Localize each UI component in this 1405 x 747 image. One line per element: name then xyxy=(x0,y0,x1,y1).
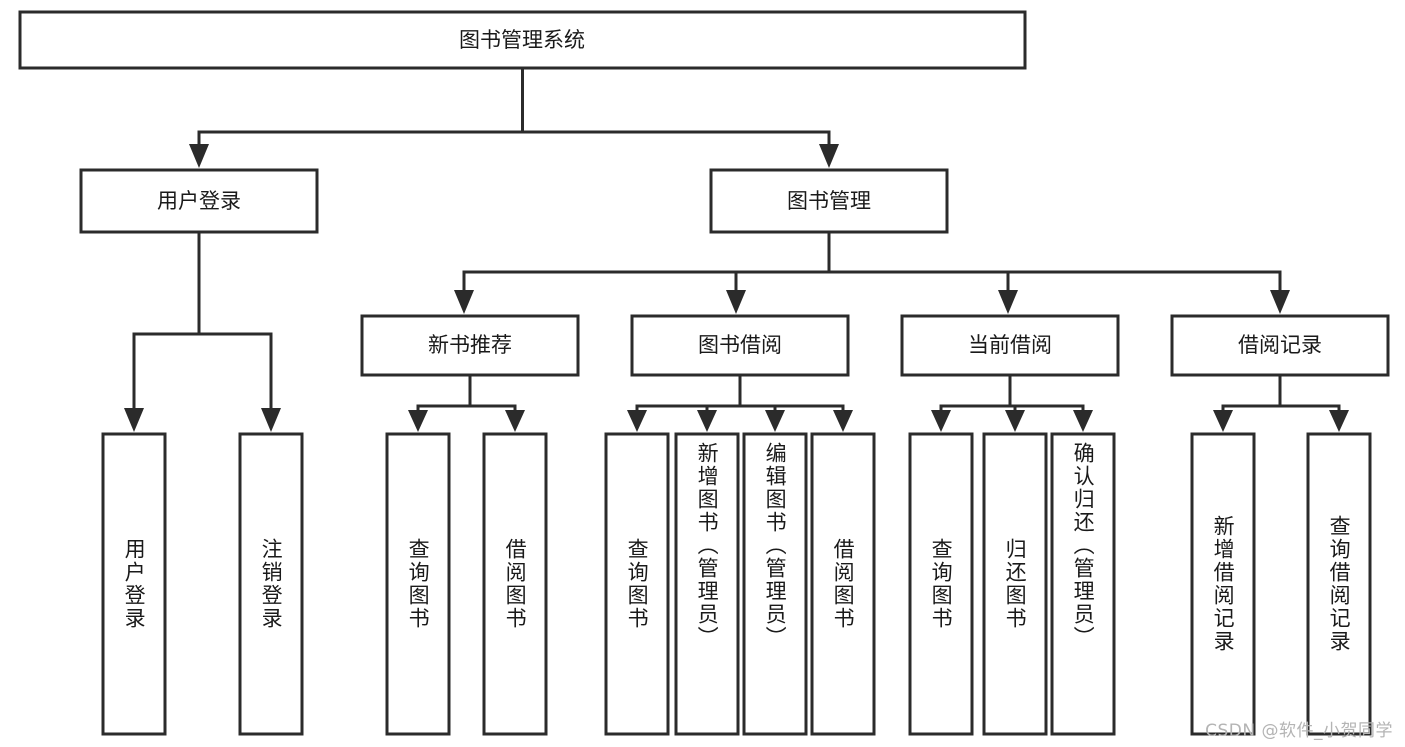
node-leaf-confirm-return-box[interactable] xyxy=(1050,432,1116,736)
arrow-head-leaf-add-record xyxy=(1213,410,1233,432)
arrow-head-leaf-borrow-book-2 xyxy=(833,410,853,432)
node-root[interactable]: 图书管理系统 xyxy=(18,10,1027,70)
arrow-head-leaf-borrow-book-1 xyxy=(505,410,525,432)
arrow-head-leaf-query-book-2 xyxy=(627,410,647,432)
node-leaf-user-login-box[interactable] xyxy=(101,432,167,736)
node-book-manage-box[interactable] xyxy=(709,168,949,234)
node-new-book-recommend-box[interactable] xyxy=(360,314,580,377)
node-leaf-borrow-book-2-box[interactable] xyxy=(810,432,876,736)
connector-group-root xyxy=(189,66,839,168)
arrow-head-leaf-edit-book xyxy=(765,410,785,432)
node-user-login-box[interactable] xyxy=(79,168,319,234)
node-root-box[interactable] xyxy=(18,10,1027,70)
arrow-head-book-manage xyxy=(819,144,839,168)
arrow-head-book-borrow xyxy=(726,290,746,314)
arrow-head-new-book-recommend xyxy=(454,290,474,314)
connector-group-borrow-record xyxy=(1213,373,1349,432)
arrow-head-borrow-record xyxy=(1270,290,1290,314)
node-borrow-record[interactable]: 借阅记录 xyxy=(1170,314,1390,377)
node-current-borrow[interactable]: 当前借阅 xyxy=(900,314,1120,377)
node-borrow-record-box[interactable] xyxy=(1170,314,1390,377)
arrow-head-user-login xyxy=(189,144,209,168)
leaf-box-group xyxy=(101,432,1372,736)
arrow-head-leaf-add-book xyxy=(697,410,717,432)
node-book-manage[interactable]: 图书管理 xyxy=(709,168,949,234)
connector-group-user-login xyxy=(124,230,281,432)
node-current-borrow-label: 当前借阅 xyxy=(968,333,1052,357)
node-leaf-query-book-3-box[interactable] xyxy=(908,432,974,736)
arrow-head-current-borrow xyxy=(998,290,1018,314)
arrow-head-leaf-query-book-3 xyxy=(931,410,951,432)
node-book-borrow-label: 图书借阅 xyxy=(698,333,782,357)
arrow-head-leaf-confirm-return xyxy=(1073,410,1093,432)
node-new-book-recommend[interactable]: 新书推荐 xyxy=(360,314,580,377)
node-leaf-query-book-2-box[interactable] xyxy=(604,432,670,736)
connector-group-current-borrow xyxy=(931,373,1093,432)
node-leaf-edit-book-box[interactable] xyxy=(742,432,808,736)
connector-group-book-manage xyxy=(454,230,1290,314)
node-user-login-label: 用户登录 xyxy=(157,189,241,213)
connector-group-new-book-recommend xyxy=(408,373,525,432)
connector-group-book-borrow xyxy=(627,373,853,432)
node-book-borrow-box[interactable] xyxy=(630,314,850,377)
arrow-head-leaf-query-book-1 xyxy=(408,410,428,432)
arrow-head-leaf-query-record xyxy=(1329,410,1349,432)
node-root-label: 图书管理系统 xyxy=(459,28,585,52)
node-leaf-borrow-book-1-box[interactable] xyxy=(482,432,548,736)
node-user-login[interactable]: 用户登录 xyxy=(79,168,319,234)
node-leaf-add-book-box[interactable] xyxy=(674,432,740,736)
node-current-borrow-box[interactable] xyxy=(900,314,1120,377)
node-leaf-query-book-1-box[interactable] xyxy=(385,432,451,736)
arrow-head-leaf-logout xyxy=(261,408,281,432)
csdn-watermark: CSDN @软件_小贺同学 xyxy=(1205,721,1393,741)
arrow-head-leaf-user-login xyxy=(124,408,144,432)
arrow-head-leaf-return-book xyxy=(1005,410,1025,432)
node-leaf-logout-box[interactable] xyxy=(238,432,304,736)
node-borrow-record-label: 借阅记录 xyxy=(1238,333,1322,357)
node-leaf-add-record-box[interactable] xyxy=(1190,432,1256,736)
node-leaf-return-book-box[interactable] xyxy=(982,432,1048,736)
node-leaf-query-record-box[interactable] xyxy=(1306,432,1372,736)
node-book-borrow[interactable]: 图书借阅 xyxy=(630,314,850,377)
node-new-book-recommend-label: 新书推荐 xyxy=(428,333,512,357)
node-book-manage-label: 图书管理 xyxy=(787,189,871,213)
